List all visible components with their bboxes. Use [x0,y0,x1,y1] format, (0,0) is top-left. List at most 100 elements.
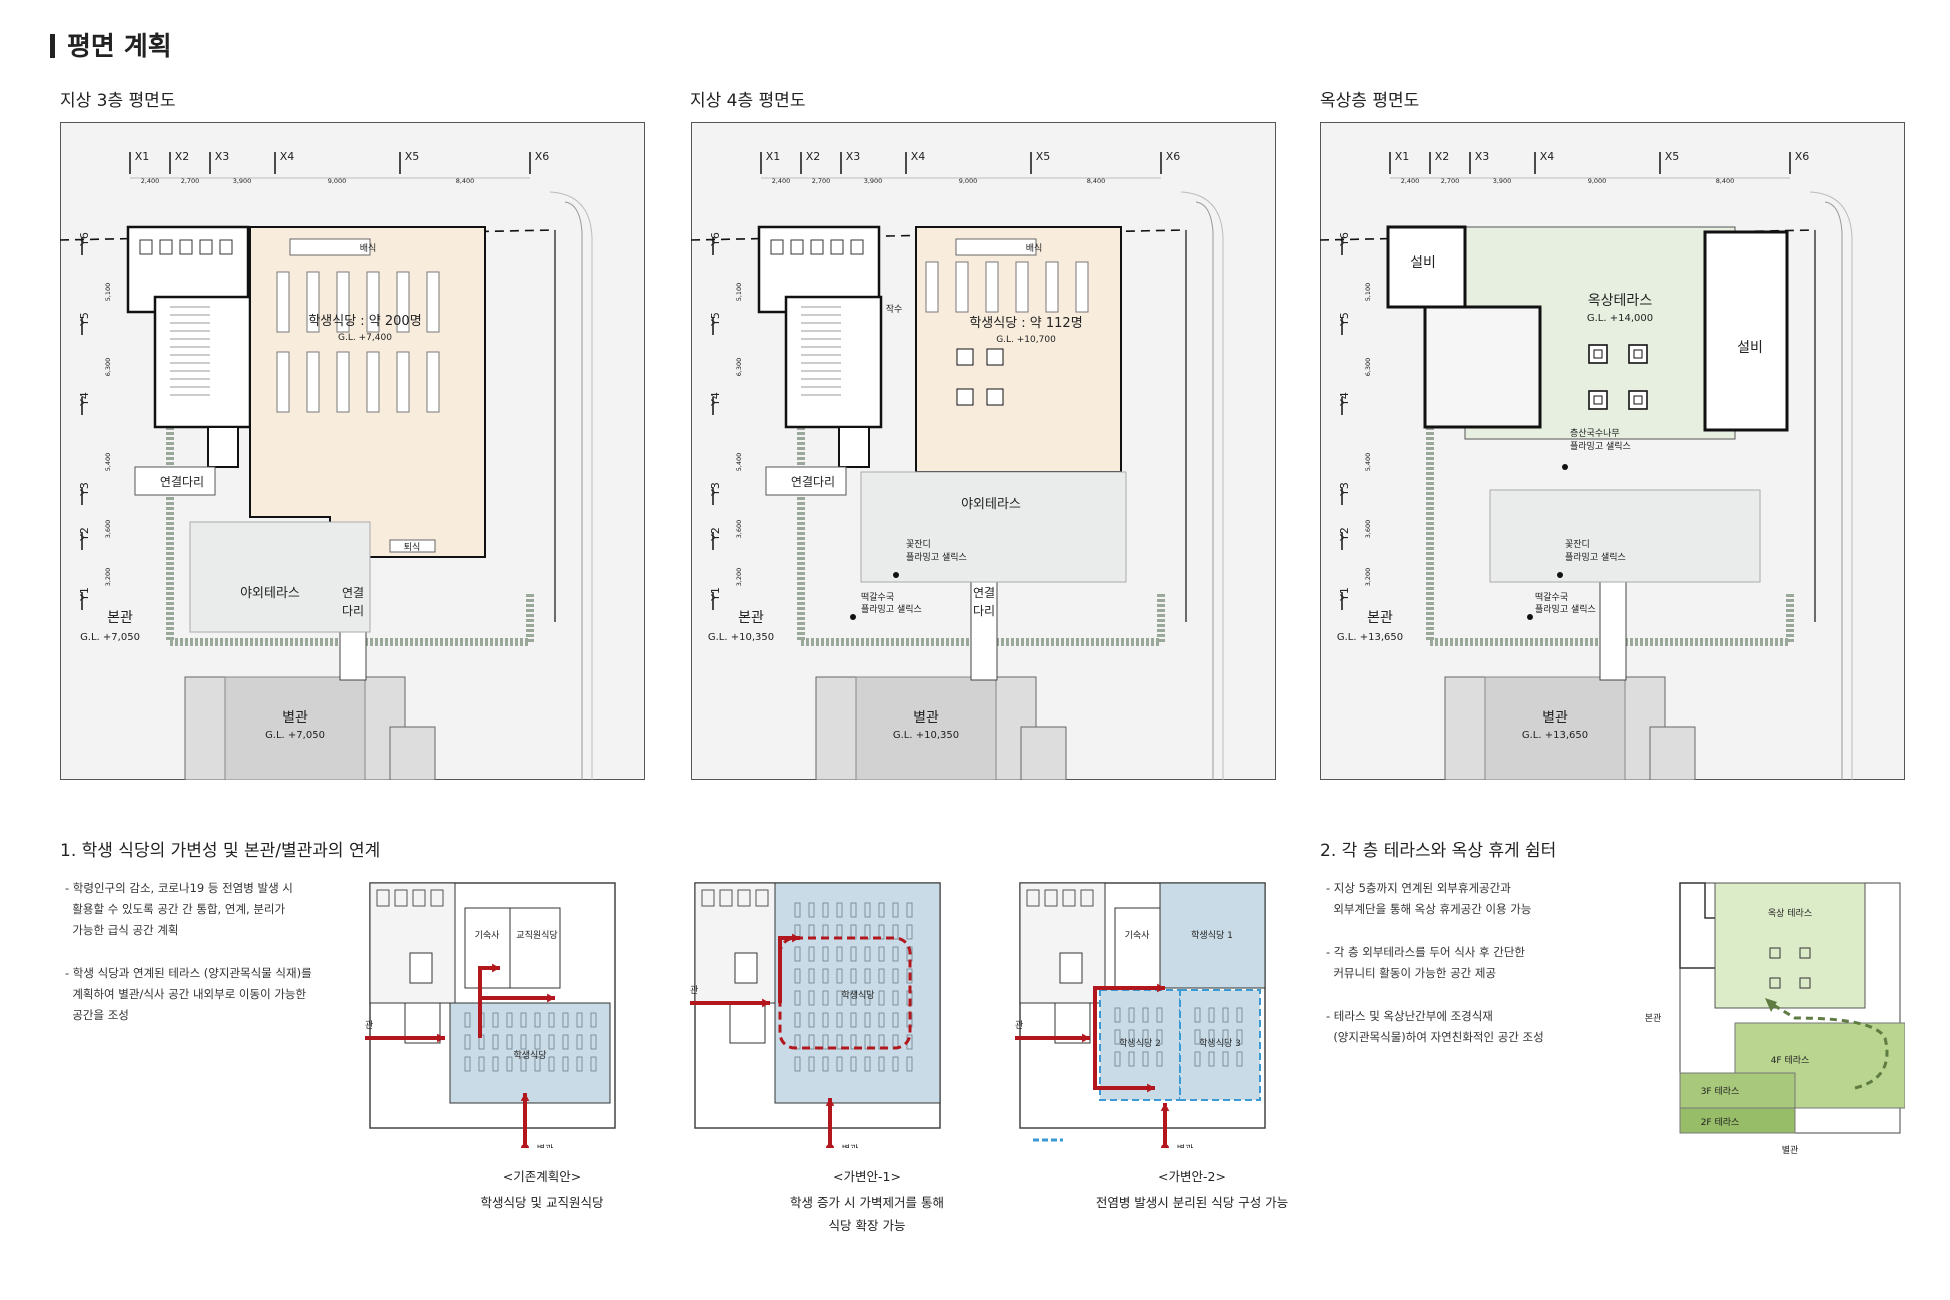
planter [1769,977,1781,989]
equipment-room-1 [1386,225,1467,309]
diagram-stair [1059,952,1083,984]
plant-marker [1557,572,1563,578]
annex-label: 별관 [1177,1144,1194,1148]
diagram-table [822,1012,829,1028]
planter [1769,947,1781,959]
grid-y-dim: 5,400 [1364,453,1372,472]
diagram-room [412,889,426,907]
plant-label: 플라밍고 샐릭스 [1565,551,1626,563]
grid-x-label: X2 [175,150,190,163]
page-title: 평면 계획 [50,26,172,63]
grid-y-label: Y4 [709,392,722,407]
toilet-fixture [830,239,844,255]
diagram-table [506,1034,513,1050]
diagram-table [1236,1051,1243,1067]
table [276,351,290,413]
main-building-gl: G.L. +7,050 [80,632,140,643]
diagram-table [822,1034,829,1050]
diagram-room [376,889,390,907]
main-label: 본관 [365,1020,373,1031]
diagram-table [892,902,899,918]
diagram-table [836,968,843,984]
equipment-room-2 [1703,230,1789,432]
terrace-3f [1679,1072,1796,1109]
diagram-table [794,1034,801,1050]
diagram-table [906,902,913,918]
site-road [1809,191,1853,780]
student-cafeteria [449,1002,611,1104]
arrow-main-head [437,1033,445,1043]
plant-marker [1527,614,1533,620]
grid-x-dim: 2,400 [1401,177,1420,185]
grid-y-dim: 6,300 [104,358,112,377]
diagram-table [1222,1007,1229,1023]
diagram-stair [409,952,433,984]
diagram-table [808,902,815,918]
grid-y-dim: 3,600 [735,520,743,539]
grid-x-label: X1 [766,150,781,163]
toilet-fixture [199,239,213,255]
grid-x-label: X1 [1395,150,1410,163]
diagram-room [719,889,733,907]
arrow-north [1093,986,1165,1038]
annex-label: 별관 [537,1144,554,1148]
toilet-fixture [850,239,864,255]
diagram-table [794,990,801,1006]
roof-terrace-gl: G.L. +14,000 [1587,313,1653,324]
diagram-table [892,1056,899,1072]
cafeteria-1 [1159,882,1266,989]
diagram-table [520,1034,527,1050]
section1-title: 1. 학생 식당의 가변성 및 본관/별관과의 연계 [60,841,381,861]
grid-x-label: X6 [535,150,550,163]
planter-inner [1633,395,1643,405]
grid-y-label: Y1 [709,587,722,602]
bridge-label-2: 연결 [973,586,995,600]
grid-x-dim: 2,700 [812,177,831,185]
cook-label: 작수 [886,304,903,315]
diagram-table [878,968,885,984]
arrow-up-head [792,933,800,943]
table [306,351,320,413]
table-square [986,388,1004,406]
student-cafeteria-label: 학생식당 [513,1050,546,1061]
diagram-room [737,889,751,907]
main-label: 본관 [1015,1020,1023,1031]
table-square [956,388,974,406]
serving-label: 배식 [360,243,377,254]
annex-wing [1649,726,1696,780]
diagram-table [548,1012,555,1028]
diagram-table [822,902,829,918]
outdoor-terrace-label: 야외테라스 [961,497,1021,512]
plan-title-3f: 지상 3층 평면도 [60,91,176,111]
dining-hall-gl: G.L. +7,400 [338,333,392,343]
diagram-table [822,990,829,1006]
grid-y-dim: 5,100 [735,283,743,302]
grid-y-label: Y3 [1338,482,1351,497]
diagram-table [864,1012,871,1028]
diagram-table [822,946,829,962]
diagram-table [492,1034,499,1050]
caption-variant-2: <가변안-2>전염병 발생시 분리된 식당 구성 가능 [1095,1169,1289,1210]
diagram-room [1026,889,1040,907]
outdoor-terrace [189,521,371,633]
diagram-table [864,902,871,918]
bridge-box [765,466,847,496]
outdoor-terrace-label: 야외테라스 [240,586,300,601]
diagram-table [878,946,885,962]
toilet-fixture [219,239,233,255]
arrow-main-head [1082,1033,1090,1043]
grid-x-label: X5 [1036,150,1051,163]
grid-x-dim: 3,900 [864,177,883,185]
table [336,351,350,413]
toilet-fixture [179,239,193,255]
main-label: 본관 [1645,1013,1661,1024]
diagram-table [1222,1051,1229,1067]
diagram-table [878,1012,885,1028]
grid-y-dim: 5,400 [104,453,112,472]
diagram-table [836,902,843,918]
annex-label: 별관 [1782,1145,1799,1156]
grid-y-label: Y6 [78,232,91,247]
plant-marker [850,614,856,620]
diagram-table [878,902,885,918]
